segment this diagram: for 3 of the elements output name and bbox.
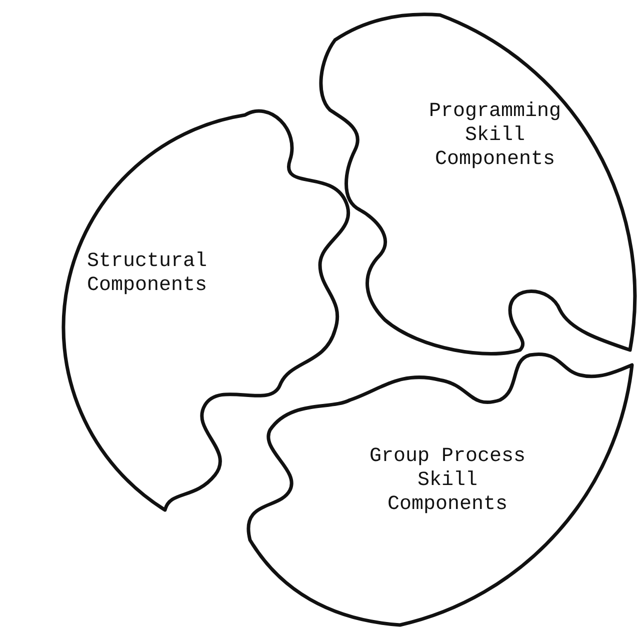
piece-label: Programming Skill Components xyxy=(428,100,562,172)
piece-label: Group Process Skill Components xyxy=(368,445,527,517)
piece-label: Structural Components xyxy=(86,250,208,298)
